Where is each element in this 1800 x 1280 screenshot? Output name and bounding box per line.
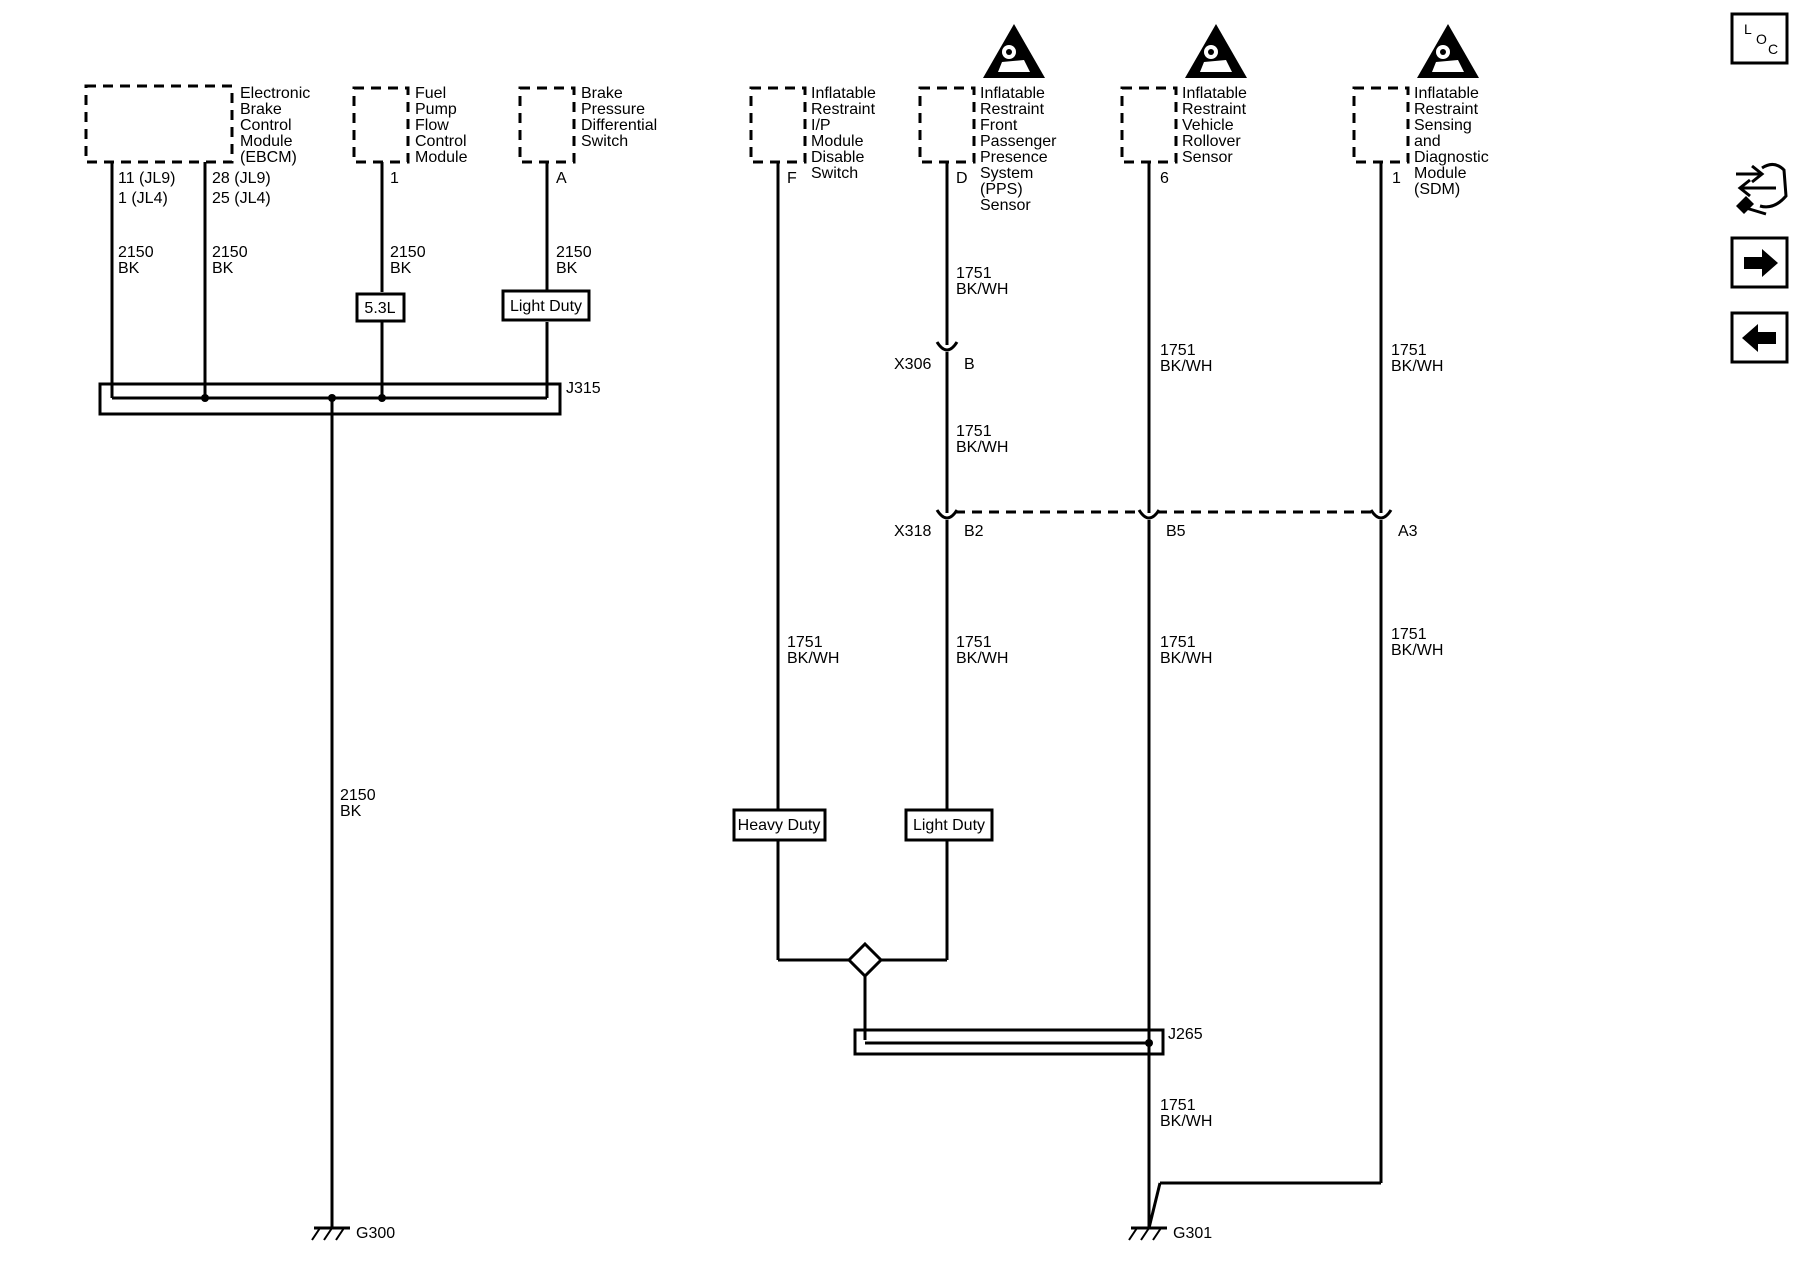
pin-label: 11 (JL9)1 (JL4) bbox=[118, 170, 176, 207]
svg-text:5.3L: 5.3L bbox=[364, 300, 395, 317]
svg-text:L: L bbox=[1744, 21, 1752, 37]
connector-label-x306: X306 bbox=[894, 356, 931, 373]
arrow-left-icon bbox=[1742, 324, 1776, 352]
connector-pin-label: B bbox=[964, 356, 975, 373]
airbag-warning-icon bbox=[1417, 24, 1479, 78]
connector-pin-label: B2 bbox=[964, 523, 984, 540]
next-page-button[interactable] bbox=[1730, 236, 1789, 289]
pin-label: 1 bbox=[390, 170, 399, 187]
option-box-light-duty: Light Duty bbox=[904, 808, 994, 842]
pin-label: A bbox=[556, 170, 567, 187]
arrow-right-icon bbox=[1744, 249, 1778, 277]
airbag-warning-icon bbox=[1185, 24, 1247, 78]
ground-label: G301 bbox=[1173, 1225, 1212, 1242]
splice-label: J265 bbox=[1168, 1026, 1203, 1043]
option-box-light-duty: Light Duty bbox=[501, 289, 591, 322]
airbag-warning-icon bbox=[983, 24, 1045, 78]
ground-symbol bbox=[311, 1226, 350, 1241]
connector-pin-label: A3 bbox=[1398, 523, 1418, 540]
svg-text:Light Duty: Light Duty bbox=[510, 298, 582, 315]
connector-view-icon[interactable] bbox=[1736, 163, 1788, 216]
location-view-button[interactable]: L O C bbox=[1730, 12, 1789, 65]
previous-page-button[interactable] bbox=[1730, 311, 1789, 364]
svg-text:C: C bbox=[1768, 41, 1778, 57]
pin-label: D bbox=[956, 170, 968, 187]
circuit-1751-group bbox=[776, 162, 1383, 1229]
pin-label: 28 (JL9)25 (JL4) bbox=[212, 170, 271, 207]
option-box-heavy-duty: Heavy Duty bbox=[732, 808, 827, 842]
svg-text:Heavy Duty: Heavy Duty bbox=[738, 817, 821, 834]
pin-label: F bbox=[787, 170, 797, 187]
ground-symbol bbox=[1128, 1226, 1167, 1241]
svg-text:Light Duty: Light Duty bbox=[913, 817, 985, 834]
option-box-engine: 5.3L bbox=[355, 292, 406, 323]
pin-label: 6 bbox=[1160, 170, 1169, 187]
pin-label: 1 bbox=[1392, 170, 1401, 187]
circuit-2150-group bbox=[98, 162, 562, 1228]
connector-label-x318: X318 bbox=[894, 523, 931, 540]
svg-text:O: O bbox=[1756, 31, 1767, 47]
connector-x318-symbol bbox=[935, 503, 1393, 520]
connector-pin-label: B5 bbox=[1166, 523, 1186, 540]
connector-x306-symbol bbox=[935, 335, 959, 352]
splice-label: J315 bbox=[566, 380, 601, 397]
ground-label: G300 bbox=[356, 1225, 395, 1242]
